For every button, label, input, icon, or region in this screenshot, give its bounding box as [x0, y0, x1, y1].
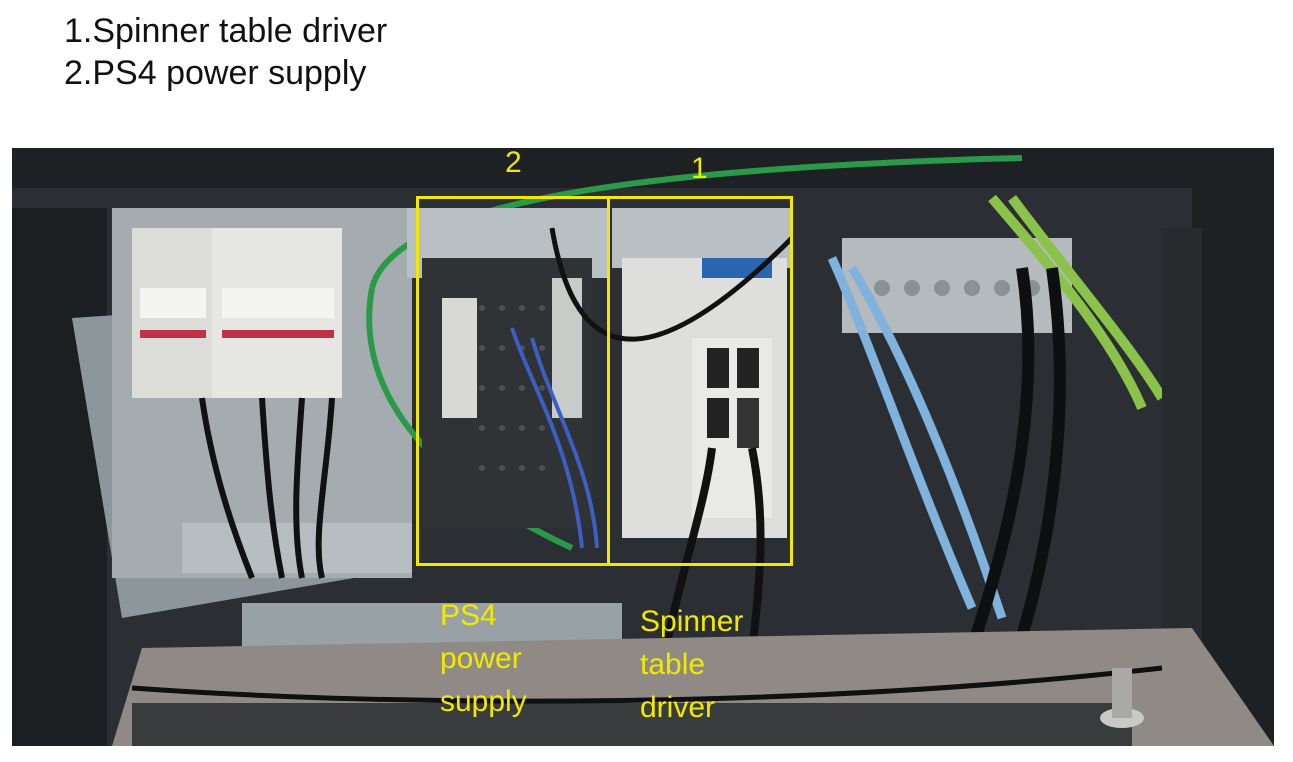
- equipment-illustration: [12, 148, 1274, 746]
- callout-ps4-line2: power: [440, 642, 522, 675]
- callout-ps4-power-supply: PS4 power supply: [440, 594, 527, 723]
- highlight-box-spinner: [607, 196, 793, 566]
- callout-ps4-line1: PS4: [440, 599, 497, 632]
- callout-spinner-line1: Spinner: [640, 605, 744, 638]
- legend: 1.Spinner table driver 2.PS4 power suppl…: [64, 10, 387, 94]
- equipment-photo: 2 1 PS4 power supply Spinner table drive…: [12, 148, 1274, 746]
- callout-spinner-line3: driver: [640, 691, 716, 724]
- highlight-box-ps4: [416, 196, 610, 566]
- callout-spinner-table-driver: Spinner table driver: [640, 600, 743, 729]
- highlight-number-2: 2: [505, 148, 522, 179]
- legend-item-1: 1.Spinner table driver: [64, 12, 388, 50]
- legend-item-2: 2.PS4 power supply: [64, 54, 367, 92]
- callout-spinner-line2: table: [640, 648, 706, 681]
- callout-ps4-line3: supply: [440, 685, 527, 718]
- highlight-number-1: 1: [691, 152, 708, 185]
